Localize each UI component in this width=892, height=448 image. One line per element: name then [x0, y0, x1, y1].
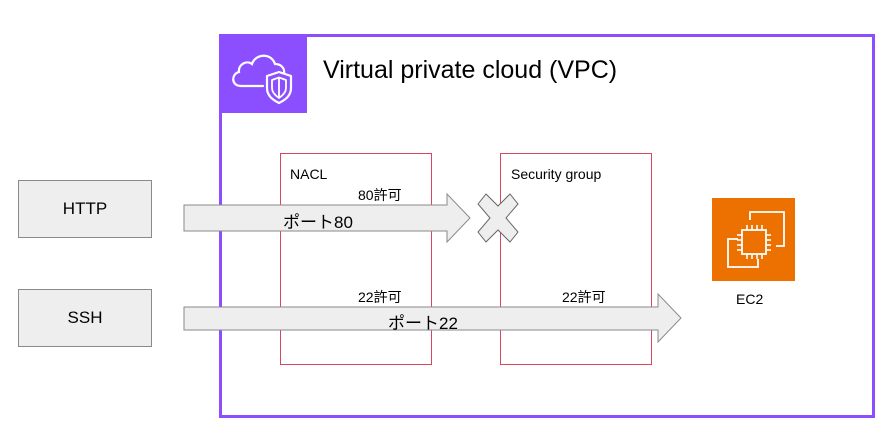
port22-arrow	[183, 292, 682, 344]
source-http-label: HTTP	[62, 199, 108, 218]
nacl-zone	[280, 153, 432, 365]
vpc-title: Virtual private cloud (VPC)	[323, 56, 618, 84]
cloud-shield-icon	[232, 54, 293, 105]
security-group-label: Security group	[511, 166, 602, 182]
vpc-icon-badge	[219, 34, 307, 113]
ec2-chip-icon	[727, 211, 785, 268]
source-http: HTTP	[18, 180, 152, 238]
source-ssh: SSH	[18, 289, 152, 347]
port22-label: ポート22	[388, 314, 458, 333]
nacl-rule-22: 22許可	[358, 289, 402, 305]
source-ssh-label: SSH	[67, 308, 103, 327]
security-group-rule-22: 22許可	[562, 289, 606, 305]
port80-label: ポート80	[283, 213, 353, 232]
port80-arrow	[183, 192, 471, 244]
security-group-zone	[500, 153, 652, 365]
nacl-rule-80: 80許可	[358, 187, 402, 203]
ec2-label: EC2	[736, 291, 764, 307]
x-mark-icon	[477, 193, 519, 243]
nacl-label: NACL	[290, 166, 328, 182]
ec2-instance	[712, 198, 795, 281]
